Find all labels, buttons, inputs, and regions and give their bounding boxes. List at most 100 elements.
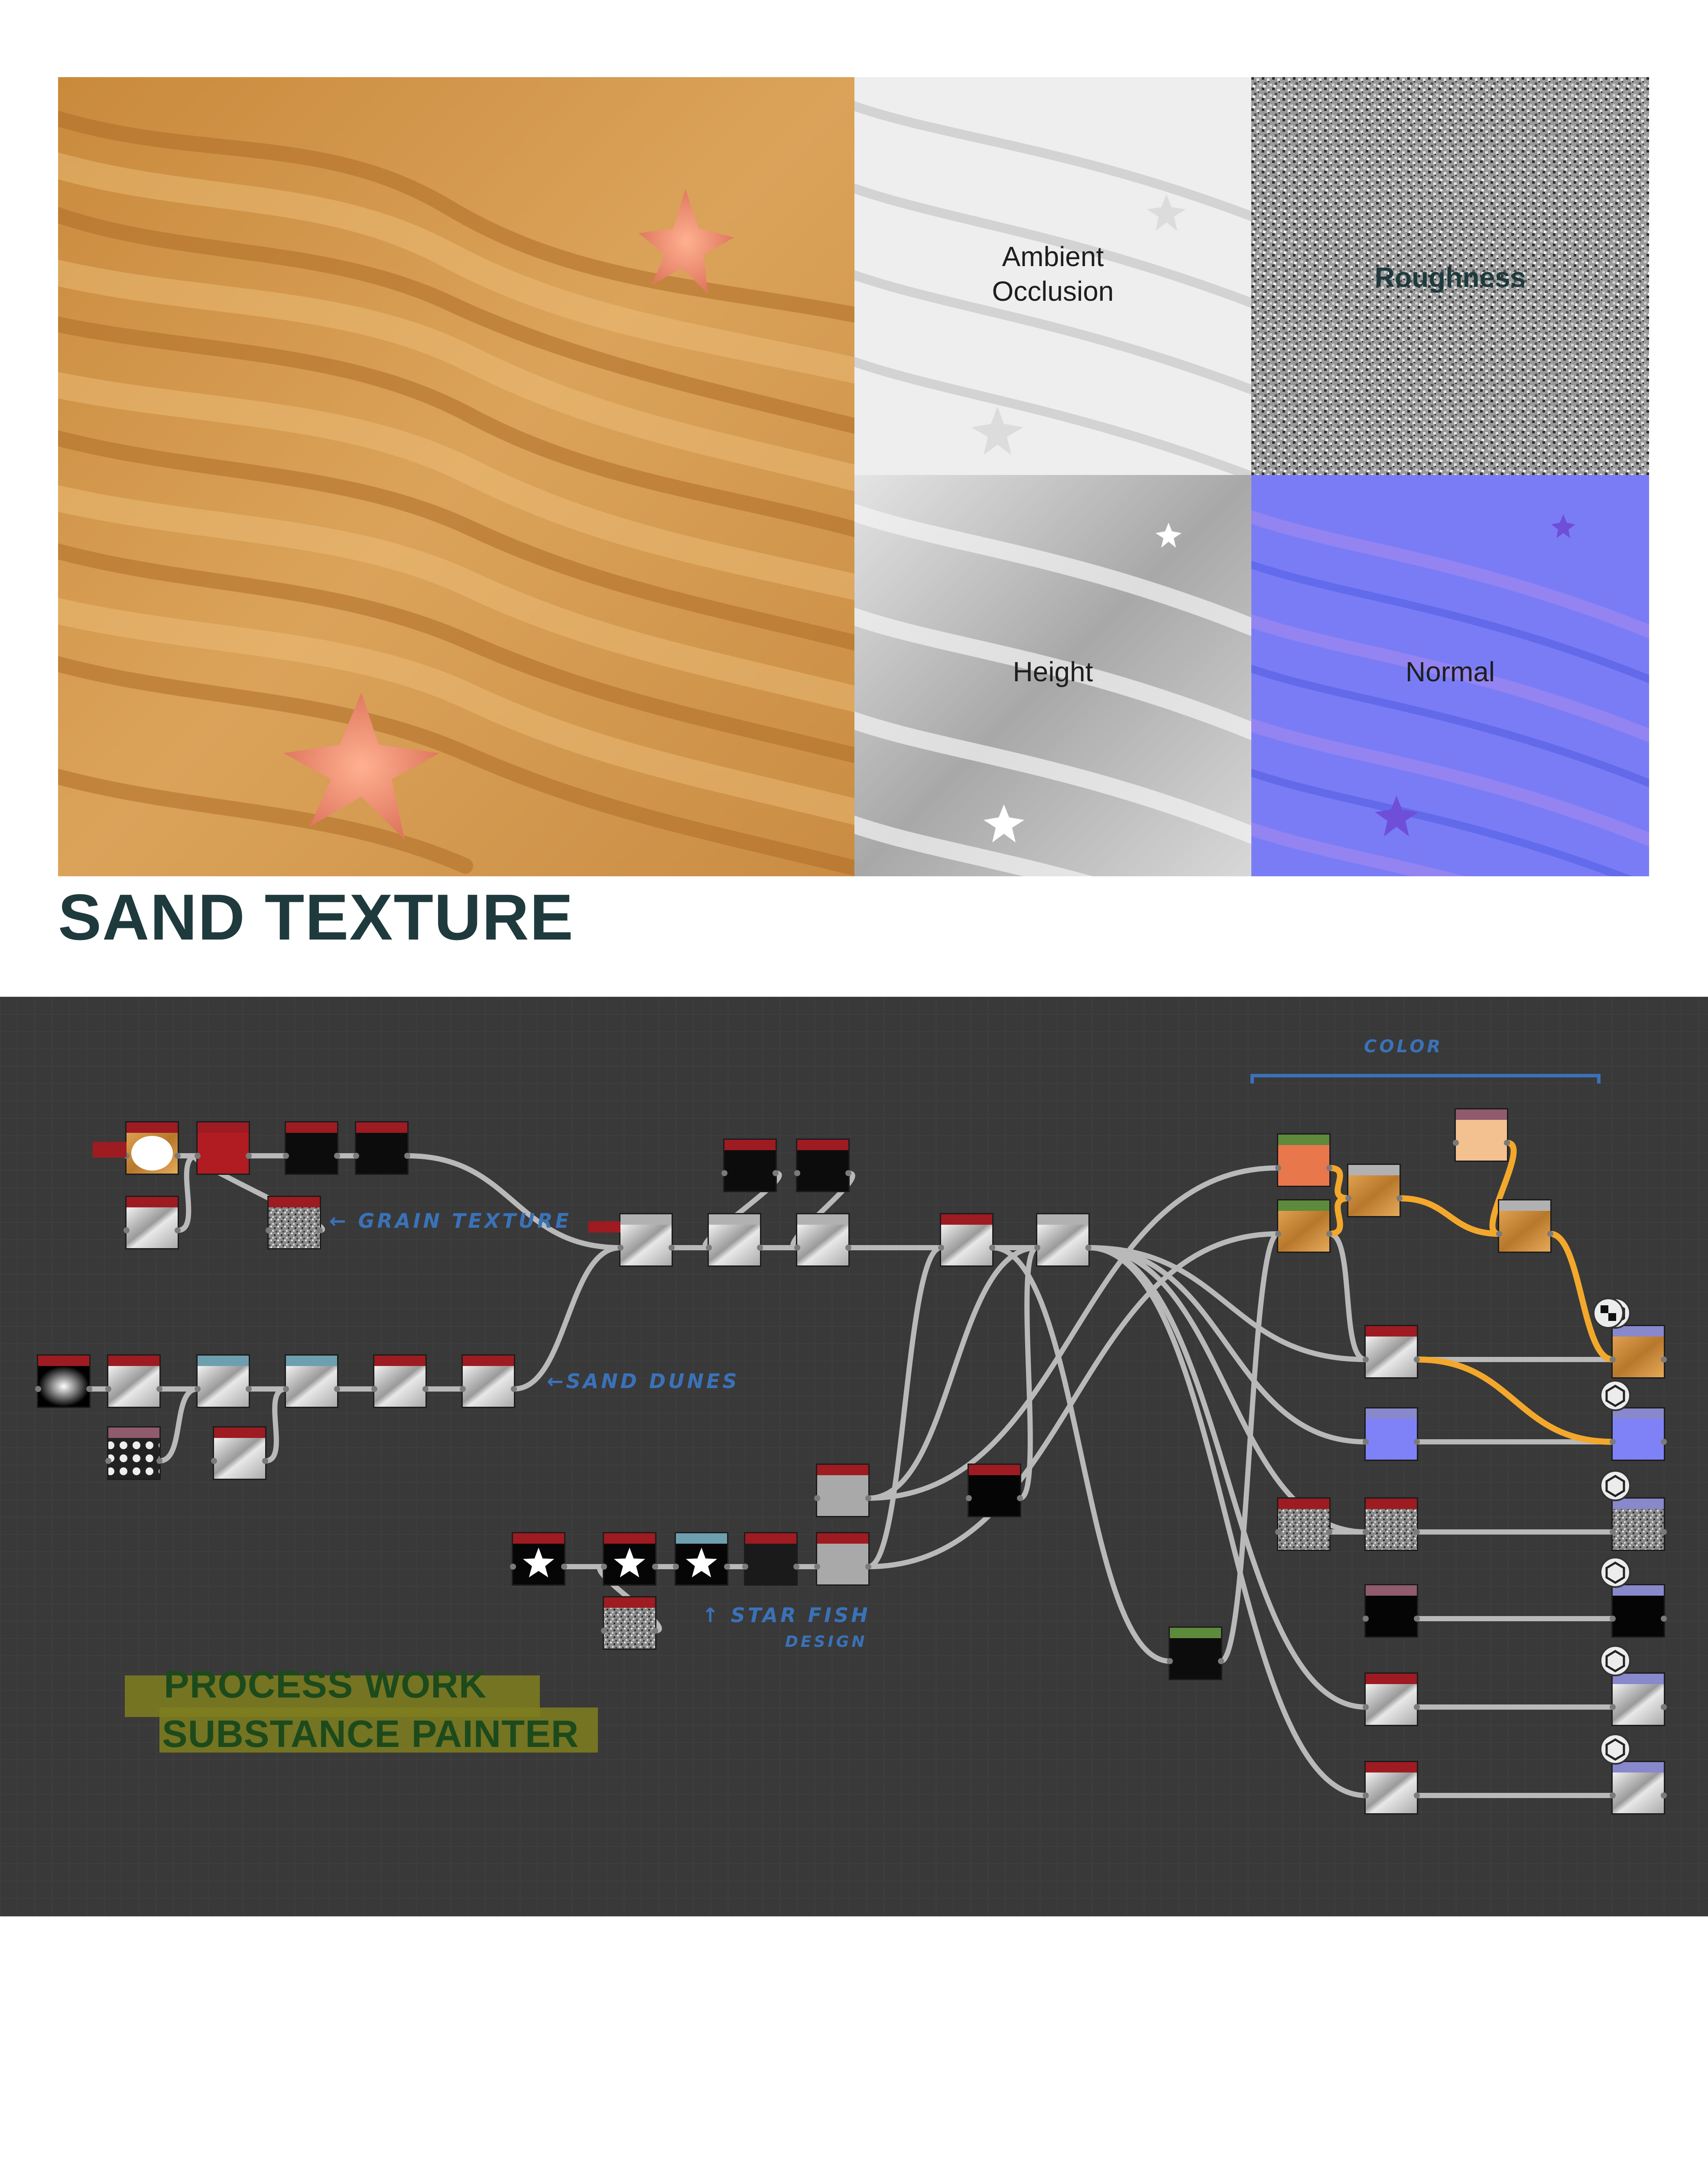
node-link xyxy=(1086,1245,1368,1710)
output-cube-icon[interactable] xyxy=(1600,1380,1631,1411)
graph-node[interactable] xyxy=(123,1196,181,1249)
node-link xyxy=(1218,1231,1281,1664)
graph-node[interactable] xyxy=(1275,1497,1332,1551)
graph-node[interactable] xyxy=(1345,1164,1403,1217)
graph-node[interactable] xyxy=(1363,1497,1420,1551)
graph-node[interactable] xyxy=(938,1213,995,1267)
sand-dunes-annotation: ←SAND DUNES xyxy=(547,1369,740,1393)
graph-node[interactable] xyxy=(814,1532,871,1586)
graph-node[interactable] xyxy=(814,1464,871,1517)
graph-node[interactable] xyxy=(1610,1584,1667,1638)
graph-node[interactable] xyxy=(1363,1407,1420,1461)
sand-basecolor-image xyxy=(58,77,854,876)
starfish-shape xyxy=(283,693,439,840)
node-link xyxy=(1327,1231,1368,1362)
node-tab xyxy=(93,1142,127,1158)
graph-node[interactable] xyxy=(1496,1199,1553,1253)
graph-node[interactable] xyxy=(371,1354,429,1408)
node-link xyxy=(157,1386,200,1464)
graph-node[interactable] xyxy=(1610,1325,1667,1379)
node-link xyxy=(1489,1140,1517,1237)
page-title: SAND TEXTURE xyxy=(58,881,574,953)
node-link xyxy=(1326,1195,1351,1237)
node-link xyxy=(1017,1245,1040,1501)
graph-node[interactable] xyxy=(195,1354,252,1408)
roughness-label: Roughness xyxy=(1374,262,1526,293)
design-annotation: DESIGN xyxy=(785,1633,867,1651)
graph-node[interactable] xyxy=(266,1196,323,1249)
star-icon xyxy=(523,1548,555,1577)
grain-texture-annotation: ← GRAIN TEXTURE xyxy=(329,1209,571,1233)
graph-node[interactable] xyxy=(283,1354,340,1408)
output-cube-icon[interactable] xyxy=(1600,1733,1631,1765)
color-bracket xyxy=(1250,1074,1601,1083)
graph-node[interactable] xyxy=(211,1426,268,1480)
roughness-image xyxy=(1251,77,1649,475)
graph-node[interactable] xyxy=(673,1532,730,1586)
ao-label: Ambient Occlusion xyxy=(992,241,1114,307)
graph-node[interactable] xyxy=(742,1532,799,1586)
normal-preview: Normal xyxy=(1251,475,1649,876)
graph-node[interactable] xyxy=(1363,1761,1420,1815)
node-link xyxy=(790,1171,855,1250)
graph-node[interactable] xyxy=(794,1213,851,1267)
graph-node[interactable] xyxy=(123,1121,181,1175)
graph-node[interactable] xyxy=(721,1138,779,1192)
graph-node[interactable] xyxy=(1453,1108,1510,1162)
height-label: Height xyxy=(1013,656,1093,687)
output-cube-icon[interactable] xyxy=(1600,1470,1631,1501)
node-graph xyxy=(0,997,1708,1916)
graph-node[interactable] xyxy=(1363,1672,1420,1726)
checker-icon[interactable] xyxy=(1593,1298,1624,1329)
graph-node[interactable] xyxy=(1610,1497,1667,1551)
ambient-occlusion-preview: Ambient Occlusion xyxy=(854,77,1251,475)
roughness-preview: Roughness xyxy=(1251,77,1649,475)
graph-node[interactable] xyxy=(966,1464,1023,1517)
graph-node[interactable] xyxy=(794,1138,851,1192)
highlight-marker xyxy=(159,1707,598,1753)
graph-node[interactable] xyxy=(617,1213,675,1267)
node-link xyxy=(866,1231,1281,1569)
graph-node[interactable] xyxy=(1610,1407,1667,1461)
node-link xyxy=(405,1153,623,1250)
graph-node[interactable] xyxy=(1610,1672,1667,1726)
graph-node[interactable] xyxy=(1167,1626,1224,1680)
graph-node[interactable] xyxy=(105,1426,162,1480)
color-annotation: COLOR xyxy=(1364,1037,1443,1057)
graph-node[interactable] xyxy=(195,1121,252,1175)
normal-image xyxy=(1251,475,1649,876)
node-link xyxy=(1414,1356,1616,1445)
output-cube-icon[interactable] xyxy=(1600,1645,1631,1676)
node-link xyxy=(1396,1195,1502,1237)
graph-node[interactable] xyxy=(1363,1325,1420,1379)
graph-node[interactable] xyxy=(1034,1213,1091,1267)
height-image xyxy=(854,475,1251,876)
substance-painter-label: SUBSTANCE PAINTER xyxy=(162,1712,579,1755)
node-link xyxy=(990,1245,1172,1664)
graph-node[interactable] xyxy=(1275,1199,1332,1253)
process-work-label: PROCESS WORK xyxy=(164,1663,487,1706)
graph-node[interactable] xyxy=(353,1121,410,1175)
node-tab xyxy=(588,1221,620,1233)
graph-node[interactable] xyxy=(283,1121,340,1175)
graph-node[interactable] xyxy=(1363,1584,1420,1638)
graph-node[interactable] xyxy=(105,1354,162,1408)
node-link xyxy=(866,1245,1040,1501)
node-link xyxy=(175,1153,200,1233)
star-icon xyxy=(614,1548,646,1577)
normal-label: Normal xyxy=(1405,656,1495,687)
graph-node[interactable] xyxy=(460,1354,517,1408)
graph-node[interactable] xyxy=(601,1532,658,1586)
graph-node[interactable] xyxy=(1610,1761,1667,1815)
graph-node[interactable] xyxy=(706,1213,763,1267)
node-link xyxy=(1086,1245,1368,1444)
graph-node[interactable] xyxy=(1275,1133,1332,1187)
graph-node[interactable] xyxy=(601,1596,658,1650)
star-icon xyxy=(685,1548,718,1577)
node-graph-canvas[interactable]: COLOR ← GRAIN TEXTURE ←SAND DUNES ↑ STAR… xyxy=(0,997,1708,1916)
graph-node[interactable] xyxy=(510,1532,567,1586)
starfish-shape xyxy=(639,189,734,294)
node-link xyxy=(263,1386,289,1464)
output-cube-icon[interactable] xyxy=(1600,1557,1631,1588)
graph-node[interactable] xyxy=(35,1354,92,1408)
